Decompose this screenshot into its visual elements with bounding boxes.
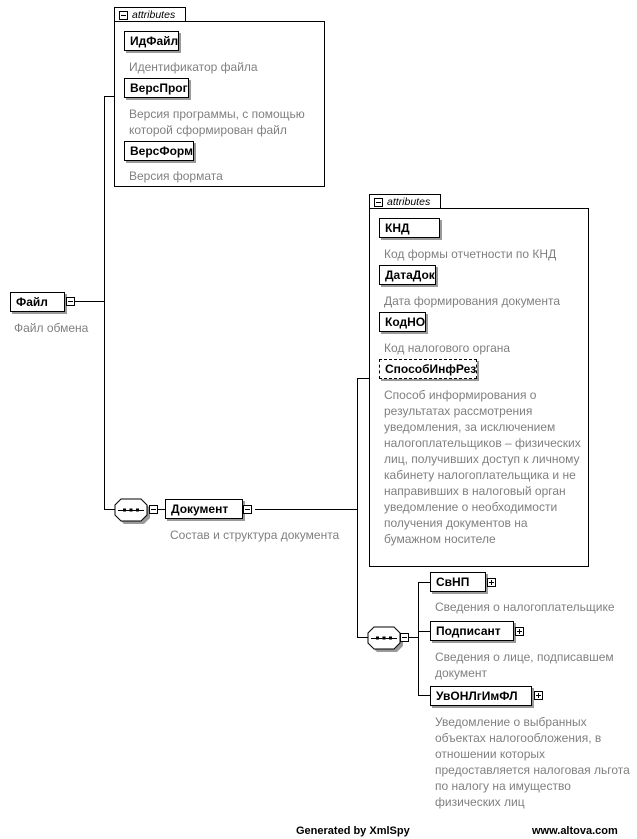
attribute-versprog[interactable]: ВерсПрог (124, 78, 189, 98)
element-label: СвНП (436, 575, 470, 589)
expand-icon[interactable] (515, 627, 524, 636)
attribute-desc: Код налогового органа (384, 341, 511, 355)
element-desc: Сведения о лице, подписавшем документ (435, 650, 614, 680)
attribute-label: ИдФайл (130, 34, 179, 48)
attributes-tab-document[interactable]: attributes (369, 194, 441, 209)
collapse-icon[interactable] (119, 11, 128, 20)
attribute-desc: Дата формирования документа (384, 294, 561, 308)
attribute-label: КодНО (385, 315, 426, 329)
attributes-tab-label: attributes (387, 196, 431, 208)
sequence-compositor-1 (114, 498, 158, 524)
attribute-datadok[interactable]: ДатаДок (379, 265, 436, 285)
attribute-versform[interactable]: ВерсФорм (124, 141, 194, 161)
element-svnp[interactable]: СвНП (430, 572, 486, 592)
footer-generated-by: Generated by XmlSpy (296, 825, 410, 837)
attribute-desc: Способ информирования о результатах расс… (384, 388, 581, 546)
attribute-sposobinfrez[interactable]: СпособИнфРез (379, 359, 478, 379)
collapse-icon[interactable] (374, 198, 383, 207)
element-podpisant[interactable]: Подписант (430, 621, 514, 641)
element-desc: Уведомление о выбранных объектах налогоо… (435, 715, 630, 809)
attribute-desc: Версия программы, с помощью которой сфор… (129, 107, 305, 137)
element-uvonlgimfl[interactable]: УвОНЛгИмФЛ (430, 686, 532, 706)
attribute-label: ВерсФорм (130, 144, 193, 158)
attribute-desc: Код формы отчетности по КНД (384, 247, 557, 261)
element-root[interactable]: Файл (10, 292, 65, 312)
attribute-desc: Версия формата (129, 169, 223, 183)
element-root-label: Файл (16, 295, 48, 309)
collapse-icon[interactable] (243, 505, 252, 514)
attribute-label: СпособИнфРез (385, 362, 477, 376)
attribute-label: ВерсПрог (130, 81, 188, 95)
attribute-desc: Идентификатор файла (129, 60, 258, 74)
element-document-label: Документ (171, 502, 229, 516)
attribute-label: КНД (385, 221, 410, 235)
element-label: Подписант (436, 624, 501, 638)
attribute-idfile[interactable]: ИдФайл (124, 31, 180, 51)
attribute-kodno[interactable]: КодНО (379, 312, 427, 332)
attributes-box-root: ИдФайл Идентификатор файла ВерсПрог Верс… (114, 21, 325, 187)
attributes-tab-label: attributes (132, 9, 176, 21)
attribute-knd[interactable]: КНД (379, 218, 440, 238)
element-document[interactable]: Документ (165, 499, 243, 519)
attributes-tab-root[interactable]: attributes (114, 7, 186, 22)
attribute-label: ДатаДок (385, 268, 435, 282)
expand-icon[interactable] (487, 578, 496, 587)
sequence-compositor-2 (367, 626, 409, 652)
element-document-desc: Состав и структура документа (170, 528, 340, 542)
element-desc: Сведения о налогоплательщике (435, 600, 615, 614)
expand-icon[interactable] (534, 691, 543, 700)
element-root-desc: Файл обмена (14, 321, 89, 335)
footer-link[interactable]: www.altova.com (532, 825, 618, 837)
element-label: УвОНЛгИмФЛ (436, 689, 518, 703)
attributes-box-document: КНД Код формы отчетности по КНД ДатаДок … (369, 208, 589, 567)
collapse-icon[interactable] (66, 297, 75, 306)
